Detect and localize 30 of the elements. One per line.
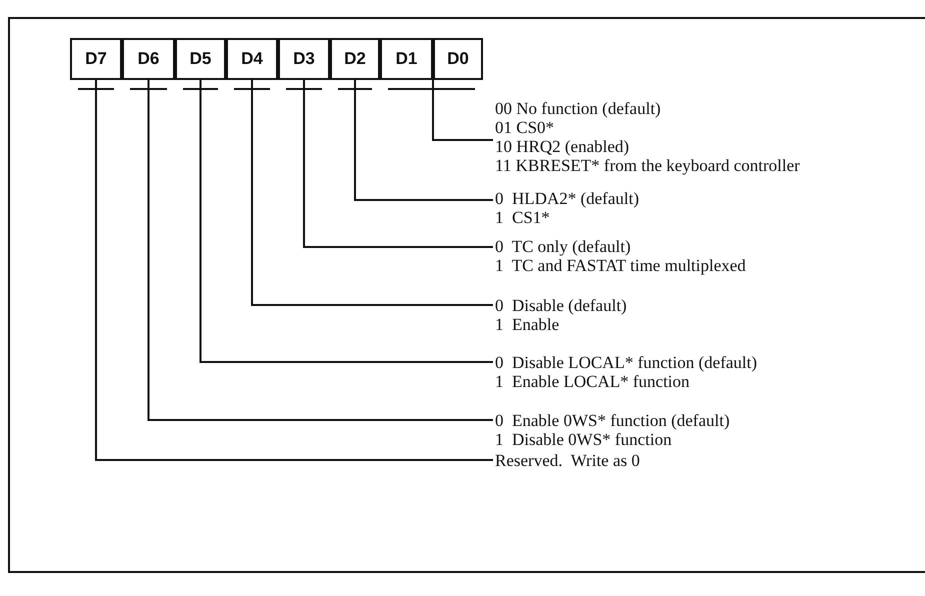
leader-line xyxy=(354,80,493,201)
bit-description: 1 Disable 0WS* function xyxy=(495,430,673,449)
bit-description: 11 KBRESET* from the keyboard controller xyxy=(495,156,800,175)
bit-cell: D7 xyxy=(70,38,122,80)
bit-description: 01 CS0* xyxy=(495,118,556,137)
bit-description: 0 Disable LOCAL* function (default) xyxy=(495,353,758,372)
bit-cell: D3 xyxy=(278,38,330,80)
bit-cell: D6 xyxy=(122,38,175,80)
leader-line xyxy=(303,80,493,248)
leader-line xyxy=(95,80,493,461)
bit-description: 0 Enable 0WS* function (default) xyxy=(495,411,730,430)
leader-line xyxy=(251,80,493,306)
bit-description: 0 Disable (default) xyxy=(495,296,627,315)
bit-description: 1 TC and FASTAT time multiplexed xyxy=(495,256,746,275)
bit-description: 1 Enable xyxy=(495,315,560,334)
bit-description: Reserved. Write as 0 xyxy=(495,451,640,470)
bit-cell: D4 xyxy=(226,38,278,80)
bit-description: 1 Enable LOCAL* function xyxy=(495,372,691,391)
bit-description: 1 CS1* xyxy=(495,208,551,227)
leader-line xyxy=(432,80,493,141)
bit-cell: D2 xyxy=(330,38,380,80)
leader-line xyxy=(148,80,493,421)
bit-cell: D1 xyxy=(380,38,433,80)
bit-cell: D5 xyxy=(175,38,226,80)
bit-description: 0 HLDA2* (default) xyxy=(495,189,639,208)
leader-line xyxy=(200,80,493,363)
bit-description: 00 No function (default) xyxy=(495,99,662,118)
bit-description: 10 HRQ2 (enabled) xyxy=(495,137,630,156)
bit-description: 0 TC only (default) xyxy=(495,237,632,256)
bit-cell: D0 xyxy=(433,38,483,80)
